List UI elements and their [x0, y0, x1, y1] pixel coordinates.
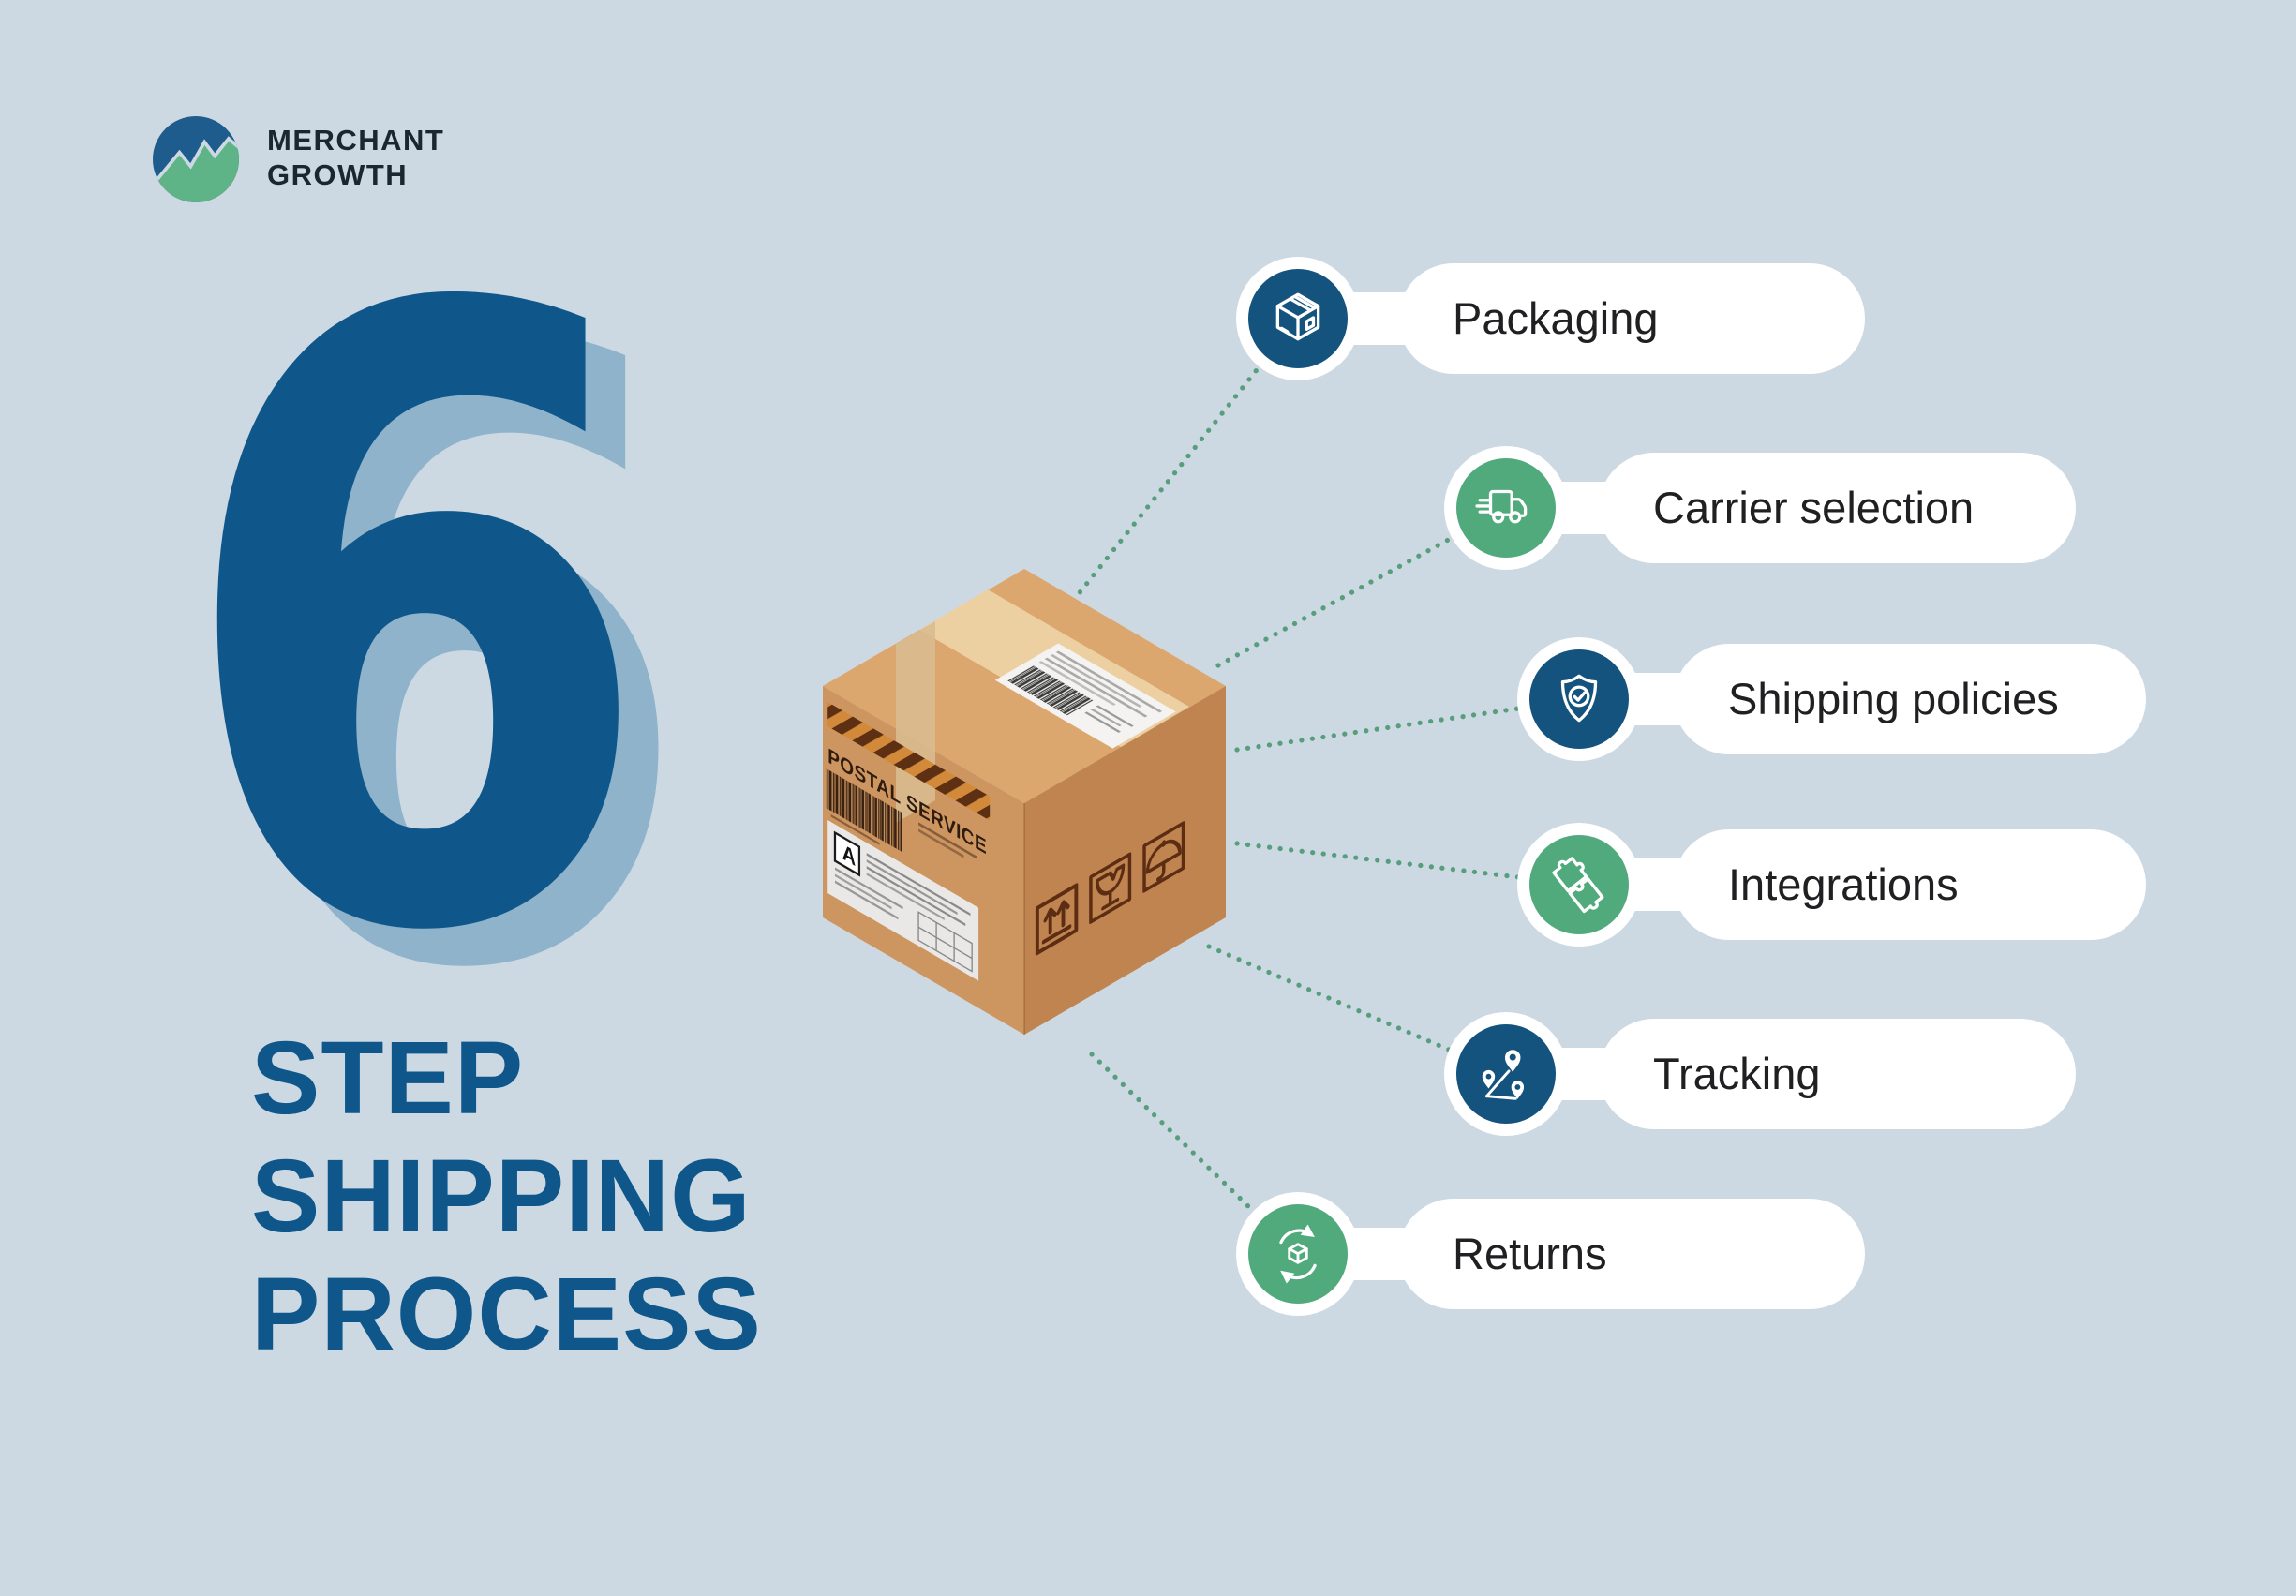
tracking-pill: Tracking — [1599, 1019, 2076, 1129]
parcel-label-letter: A — [842, 839, 856, 871]
parcel-top-label — [994, 643, 1176, 749]
step-item-returns: Returns — [1236, 1192, 1865, 1316]
headline-number: 6 — [174, 135, 656, 1116]
brand-name: MERCHANT GROWTH — [267, 123, 444, 192]
step-item-integrations: Integrations — [1517, 823, 2146, 947]
step-item-carrier-selection: Carrier selection — [1444, 446, 2076, 570]
icon-ring — [1444, 446, 1568, 570]
keep-dry-stamp — [1142, 821, 1185, 893]
step-label: Shipping policies — [1728, 674, 2059, 723]
fragile-stamp — [1089, 852, 1132, 924]
returns-pill: Returns — [1398, 1199, 1865, 1309]
integrations-pill: Integrations — [1674, 829, 2146, 940]
packaging-pill: Packaging — [1398, 263, 1865, 374]
icon-ring — [1236, 1192, 1360, 1316]
brand-name-line1: MERCHANT — [267, 124, 445, 157]
headline-line-1: STEP — [251, 1021, 525, 1136]
puzzle-icon — [1552, 857, 1604, 914]
parcel-box-illustration: POSTAL SERVICE A — [823, 569, 1226, 1035]
headline-line-2: SHIPPING — [251, 1139, 752, 1254]
step-item-shipping-policies: Shipping policies — [1517, 637, 2146, 761]
connector-returns — [1089, 1052, 1256, 1214]
connector-tracking — [1206, 944, 1452, 1052]
icon-ring — [1517, 637, 1641, 761]
route-pins-icon — [1482, 1050, 1525, 1100]
step-label: Returns — [1453, 1229, 1607, 1278]
connector-carrier — [1215, 535, 1454, 668]
policies-icon-disc — [1529, 649, 1629, 749]
step-item-tracking: Tracking — [1444, 1012, 2076, 1136]
returns-icon-disc — [1248, 1204, 1348, 1304]
step-label: Carrier selection — [1653, 483, 1975, 532]
icon-ring — [1236, 257, 1360, 380]
brand-logo: MERCHANT GROWTH — [153, 116, 678, 219]
icon-ring — [1517, 823, 1641, 947]
connector-policies — [1234, 706, 1521, 753]
parcel-address-label: A — [827, 820, 979, 981]
icon-ring — [1444, 1012, 1568, 1136]
carrier-selection-pill: Carrier selection — [1599, 453, 2076, 563]
parcel-handling-stamps — [1035, 821, 1185, 956]
delivery-truck-icon — [1475, 489, 1528, 524]
tracking-icon-disc — [1456, 1024, 1556, 1124]
shield-check-icon — [1560, 674, 1598, 723]
this-way-up-stamp — [1035, 883, 1079, 956]
integrations-icon-disc — [1529, 835, 1629, 934]
step-label: Tracking — [1653, 1049, 1821, 1098]
packaging-icon-disc — [1248, 269, 1348, 368]
carrier-icon-disc — [1456, 458, 1556, 558]
merchant-growth-logo-icon — [153, 116, 239, 202]
step-item-packaging: Packaging — [1236, 257, 1865, 380]
package-icon — [1275, 292, 1320, 341]
headline-line-3: PROCESS — [251, 1257, 762, 1372]
headline-title: STEP SHIPPING PROCESS — [251, 1020, 762, 1374]
step-label: Integrations — [1728, 859, 1959, 909]
brand-name-line2: GROWTH — [267, 158, 409, 191]
parcel-face-right — [1024, 686, 1226, 1035]
parcel-left-details: POSTAL SERVICE A — [826, 702, 991, 981]
shipping-policies-pill: Shipping policies — [1674, 644, 2146, 754]
connector-integrations — [1234, 841, 1521, 880]
return-box-icon — [1279, 1224, 1317, 1284]
step-label: Packaging — [1453, 293, 1659, 343]
